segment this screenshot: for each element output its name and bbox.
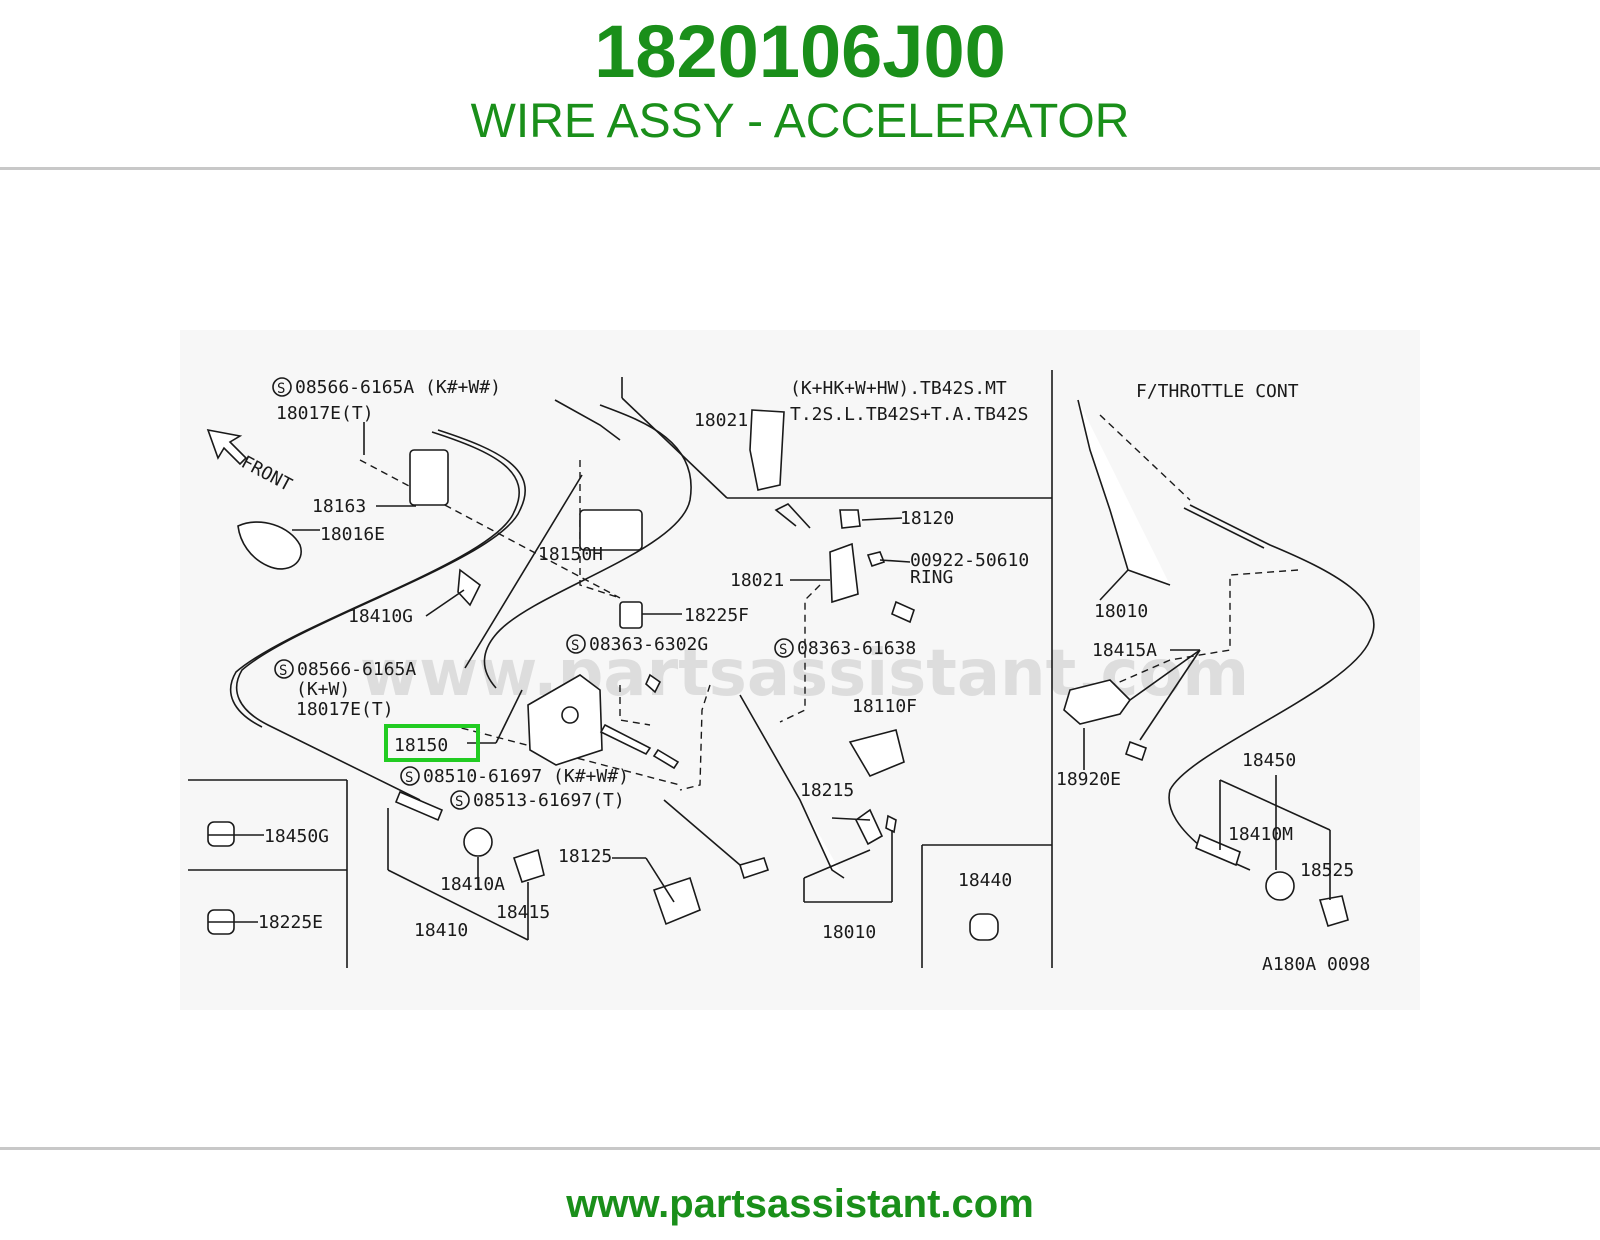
label-18450G: 18450G	[264, 826, 329, 847]
label-18021-upper: 18021	[694, 410, 748, 431]
front-arrow-icon	[206, 428, 248, 466]
svg-text:S: S	[405, 770, 413, 786]
label-18010-center: 18010	[822, 922, 876, 943]
part-description: WIRE ASSY - ACCELERATOR	[470, 95, 1130, 148]
label-t2sl-tb42s: T.2S.L.TB42S+T.A.TB42S	[790, 404, 1028, 425]
svg-text:S: S	[571, 638, 579, 654]
svg-text:S: S	[455, 794, 463, 810]
label-18920E: 18920E	[1056, 769, 1121, 790]
label-08513-61697: 08513-61697(T)	[473, 790, 625, 811]
label-18225E: 18225E	[258, 912, 323, 933]
label-08566-6165A-kw: 08566-6165A (K#+W#)	[295, 377, 501, 398]
label-18163: 18163	[312, 496, 366, 517]
header: 1820106J00 WIRE ASSY - ACCELERATOR	[0, 0, 1600, 168]
label-08510-61697: 08510-61697 (K#+W#)	[423, 766, 629, 787]
label-18410A: 18410A	[440, 874, 505, 895]
label-18150H: 18150H	[538, 544, 603, 565]
footer-website-link[interactable]: www.partsassistant.com	[566, 1182, 1034, 1226]
diagram-code: A180A 0098	[1262, 954, 1370, 975]
label-18021-lower: 18021	[730, 570, 784, 591]
footer-divider	[0, 1147, 1600, 1150]
label-18016E: 18016E	[320, 524, 385, 545]
label-18410: 18410	[414, 920, 468, 941]
label-08566-6165A: 08566-6165A	[297, 659, 416, 680]
svg-text:S: S	[779, 642, 787, 658]
highlight-box-18150	[384, 724, 480, 762]
parts-diagram-svg: www.partsassistant.com FRONT	[188, 370, 1375, 975]
header-divider	[0, 167, 1600, 170]
label-18150: 18150	[394, 735, 448, 756]
label-18120: 18120	[900, 508, 954, 529]
label-18415A: 18415A	[1092, 640, 1157, 661]
label-k-w: (K+W)	[296, 679, 350, 700]
svg-text:S: S	[277, 381, 285, 397]
label-18440: 18440	[958, 870, 1012, 891]
label-18110F: 18110F	[852, 696, 917, 717]
label-18225F: 18225F	[684, 605, 749, 626]
label-18017E-t-2: 18017E(T)	[296, 699, 394, 720]
assembly-leaders	[359, 414, 1299, 791]
front-label: FRONT	[238, 452, 296, 496]
label-18125: 18125	[558, 846, 612, 867]
label-f-throttle-cont: F/THROTTLE CONT	[1136, 381, 1299, 402]
part-labels: S 08566-6165A (K#+W#) 18017E(T) 18163 18…	[258, 377, 1370, 975]
label-18450: 18450	[1242, 750, 1296, 771]
label-18010-right: 18010	[1094, 601, 1148, 622]
label-18525: 18525	[1300, 860, 1354, 881]
svg-text:S: S	[279, 663, 287, 679]
parts-diagram: www.partsassistant.com FRONT	[180, 330, 1420, 1010]
label-18415: 18415	[496, 902, 550, 923]
label-08363-6302G: 08363-6302G	[589, 634, 708, 655]
label-08363-61638: 08363-61638	[797, 638, 916, 659]
label-k-hk-w-hw: (K+HK+W+HW).TB42S.MT	[790, 378, 1007, 399]
label-18410G: 18410G	[348, 606, 413, 627]
label-leaders	[208, 422, 1331, 941]
label-18017E-t-1: 18017E(T)	[276, 403, 374, 424]
label-ring: RING	[910, 567, 953, 588]
accelerator-cables	[229, 399, 1375, 871]
part-shapes	[207, 399, 1349, 941]
label-00922-50610: 00922-50610	[910, 550, 1029, 571]
label-18410M: 18410M	[1228, 824, 1293, 845]
part-number-title: 1820106J00	[594, 10, 1006, 93]
label-18215: 18215	[800, 780, 854, 801]
section-dividers	[188, 370, 1053, 968]
